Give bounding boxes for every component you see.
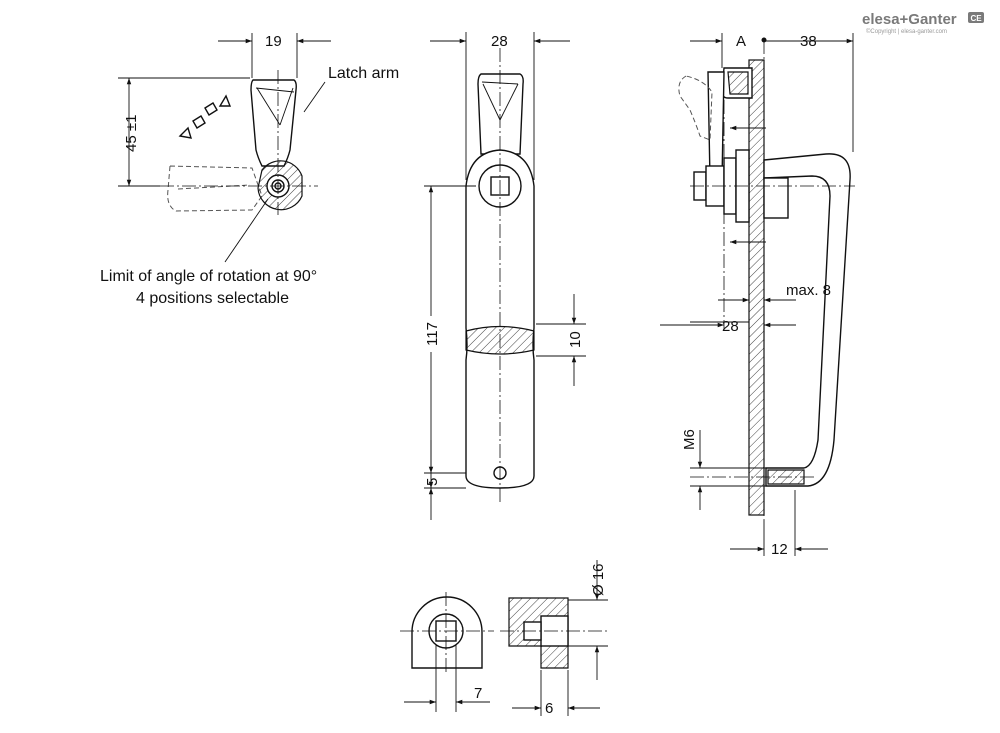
latch-arm-front: [477, 73, 524, 155]
rotation-arrows-icon: [178, 94, 232, 139]
dim-section-depth: 38: [800, 33, 817, 50]
dim-bottom-offset: 5: [424, 478, 441, 486]
ce-badge-text: CE: [971, 14, 983, 23]
dim-thread: M6: [681, 429, 698, 450]
dim-max-panel: max. 8: [786, 282, 831, 299]
hub-end-view: [411, 596, 483, 669]
brand-name: elesa+Ganter: [862, 11, 957, 28]
dim-panel-offset: 28: [722, 318, 739, 335]
dim-grip-height: 10: [567, 331, 584, 348]
datum-point-a: [761, 37, 767, 43]
dim-thread-offset: 12: [771, 541, 788, 558]
ghost-lever: [678, 75, 713, 141]
dim-bore-depth: 6: [545, 700, 553, 717]
side-view: 19 45 ±1 Latch arm Limit of angle of rot…: [100, 33, 399, 307]
view-label-a: A: [736, 33, 746, 50]
dim-front-width: 28: [491, 33, 508, 50]
latch-arm-label: Latch arm: [328, 65, 399, 82]
ce-badge: [968, 12, 984, 23]
limit-label-line1: Limit of angle of rotation at 90°: [100, 268, 317, 285]
dim-front-length: 117: [424, 322, 441, 346]
brand-logo: elesa+Ganter CE ©Copyright | elesa-gante…: [862, 11, 984, 35]
limit-label-line2: 4 positions selectable: [136, 290, 289, 307]
dim-side-height: 45 ±1: [123, 115, 140, 152]
brand-copyright: ©Copyright | elesa-ganter.com: [866, 28, 947, 35]
detail-views: 7 Ø 16 6: [400, 560, 608, 717]
front-view: 28 117 10 5: [420, 32, 586, 520]
section-view: A 38 max. 8 28 M6 12: [660, 33, 855, 558]
latch-arm-side: [250, 79, 297, 167]
ghost-arm: [167, 165, 263, 212]
dim-flat-offset: 7: [474, 685, 482, 702]
handle-boss: [763, 177, 789, 219]
dim-side-width: 19: [265, 33, 282, 50]
dim-bore-diameter: Ø 16: [590, 563, 607, 596]
